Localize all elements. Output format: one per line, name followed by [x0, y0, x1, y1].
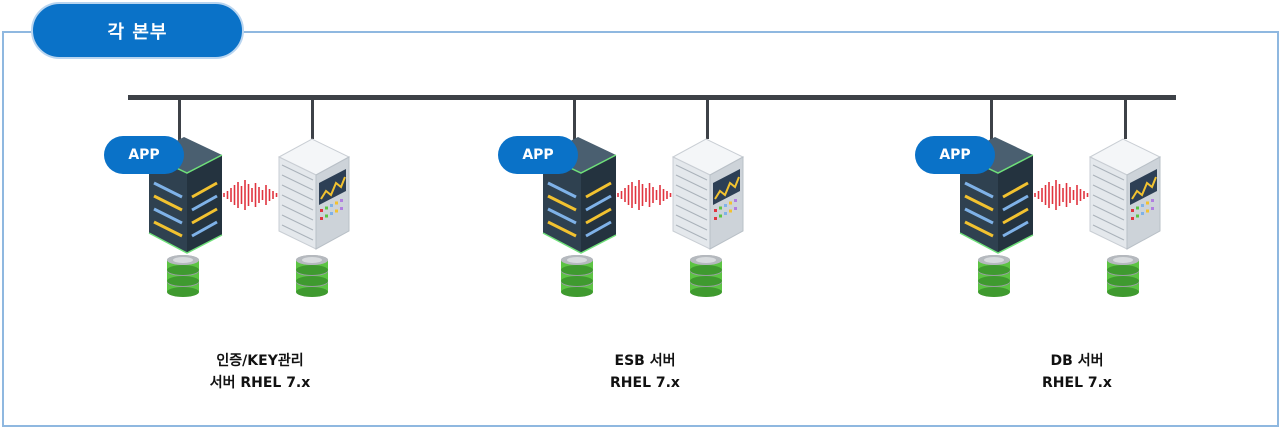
bus-drop-line — [1124, 99, 1127, 139]
server-group-auth: APP — [104, 125, 364, 305]
network-bus — [128, 95, 1176, 100]
bus-drop-line — [311, 99, 314, 139]
signal-wave-icon — [1034, 180, 1089, 210]
signal-wave-icon — [223, 180, 278, 210]
storage-server-white-icon — [1088, 138, 1162, 250]
rack-server-dark-icon — [148, 137, 223, 254]
server-caption-esb: ESB 서버 RHEL 7.x — [565, 350, 725, 394]
server-group-db: APP — [915, 125, 1175, 305]
caption-line1: DB 서버 — [1050, 353, 1104, 369]
app-badge: APP — [104, 136, 184, 174]
caption-line1: 인증/KEY관리 — [216, 353, 304, 369]
caption-line2: RHEL 7.x — [1042, 375, 1112, 391]
server-caption-db: DB 서버 RHEL 7.x — [997, 350, 1157, 394]
app-badge: APP — [915, 136, 995, 174]
rack-server-dark-icon — [542, 137, 617, 254]
database-icon — [1107, 255, 1139, 297]
server-pair-icon — [542, 137, 745, 297]
rack-server-dark-icon — [959, 137, 1034, 254]
bus-drop-line — [706, 99, 709, 139]
server-pair-icon — [148, 137, 351, 297]
caption-line1: ESB 서버 — [614, 353, 676, 369]
app-badge: APP — [498, 136, 578, 174]
bus-drop-line — [178, 99, 181, 142]
caption-line2: RHEL 7.x — [610, 375, 680, 391]
database-icon — [167, 255, 199, 297]
database-icon — [978, 255, 1010, 297]
storage-server-white-icon — [671, 138, 745, 250]
server-pair-icon — [959, 137, 1162, 297]
server-caption-auth: 인증/KEY관리 서버 RHEL 7.x — [180, 350, 340, 394]
server-group-esb: APP — [498, 125, 758, 305]
region-title: 각 본부 — [31, 2, 244, 59]
signal-wave-icon — [617, 180, 672, 210]
database-icon — [296, 255, 328, 297]
database-icon — [690, 255, 722, 297]
bus-drop-line — [573, 99, 576, 142]
storage-server-white-icon — [277, 138, 351, 250]
caption-line2: 서버 RHEL 7.x — [209, 375, 311, 391]
database-icon — [561, 255, 593, 297]
bus-drop-line — [990, 99, 993, 142]
